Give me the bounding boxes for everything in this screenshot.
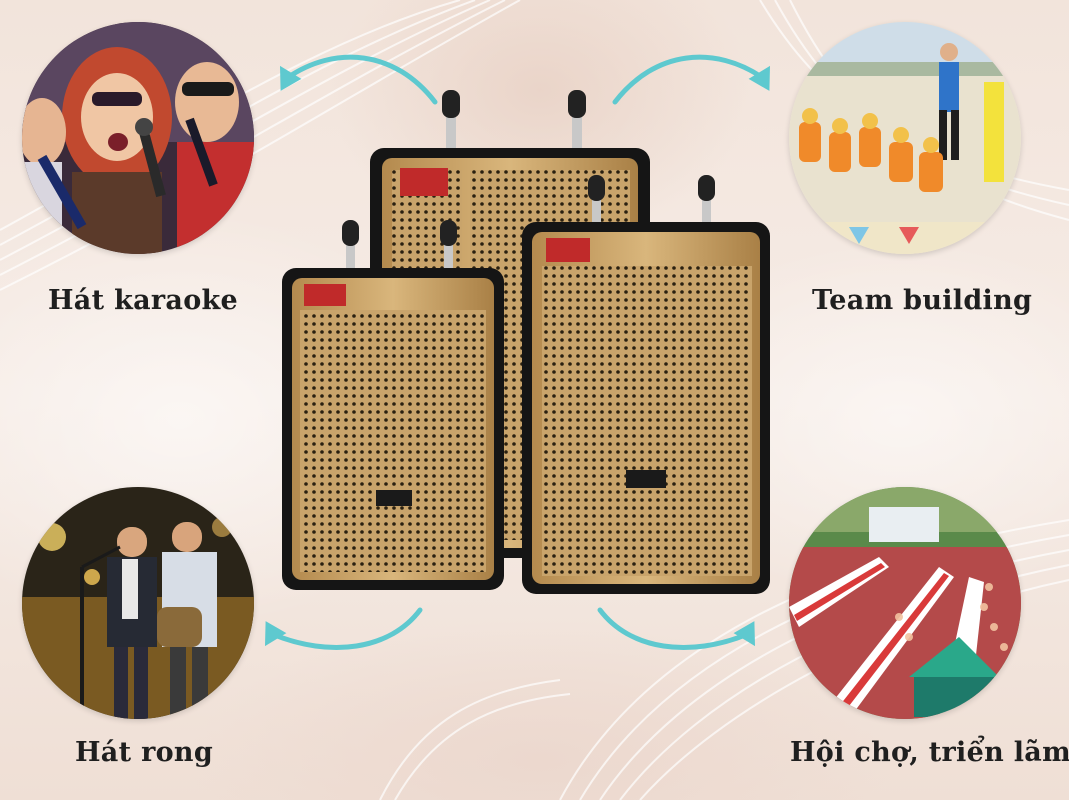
label-team-building: Team building	[812, 285, 1033, 316]
curved-arrow-icon	[280, 54, 438, 105]
label-fair-exhibition: Hội chợ, triển lãm	[790, 737, 1069, 768]
karaoke-photo	[22, 22, 254, 254]
team-building-photo	[789, 22, 1021, 254]
label-karaoke: Hát karaoke	[48, 285, 238, 316]
curved-arrow-icon	[597, 607, 755, 650]
fair-exhibition-photo	[789, 487, 1021, 719]
street-singing-photo	[22, 487, 254, 719]
microphone-icon	[442, 90, 586, 155]
curved-arrow-icon	[612, 54, 770, 105]
curved-arrow-icon	[265, 607, 423, 650]
label-street-singing: Hát rong	[75, 737, 214, 768]
speaker-product-image	[282, 90, 770, 594]
